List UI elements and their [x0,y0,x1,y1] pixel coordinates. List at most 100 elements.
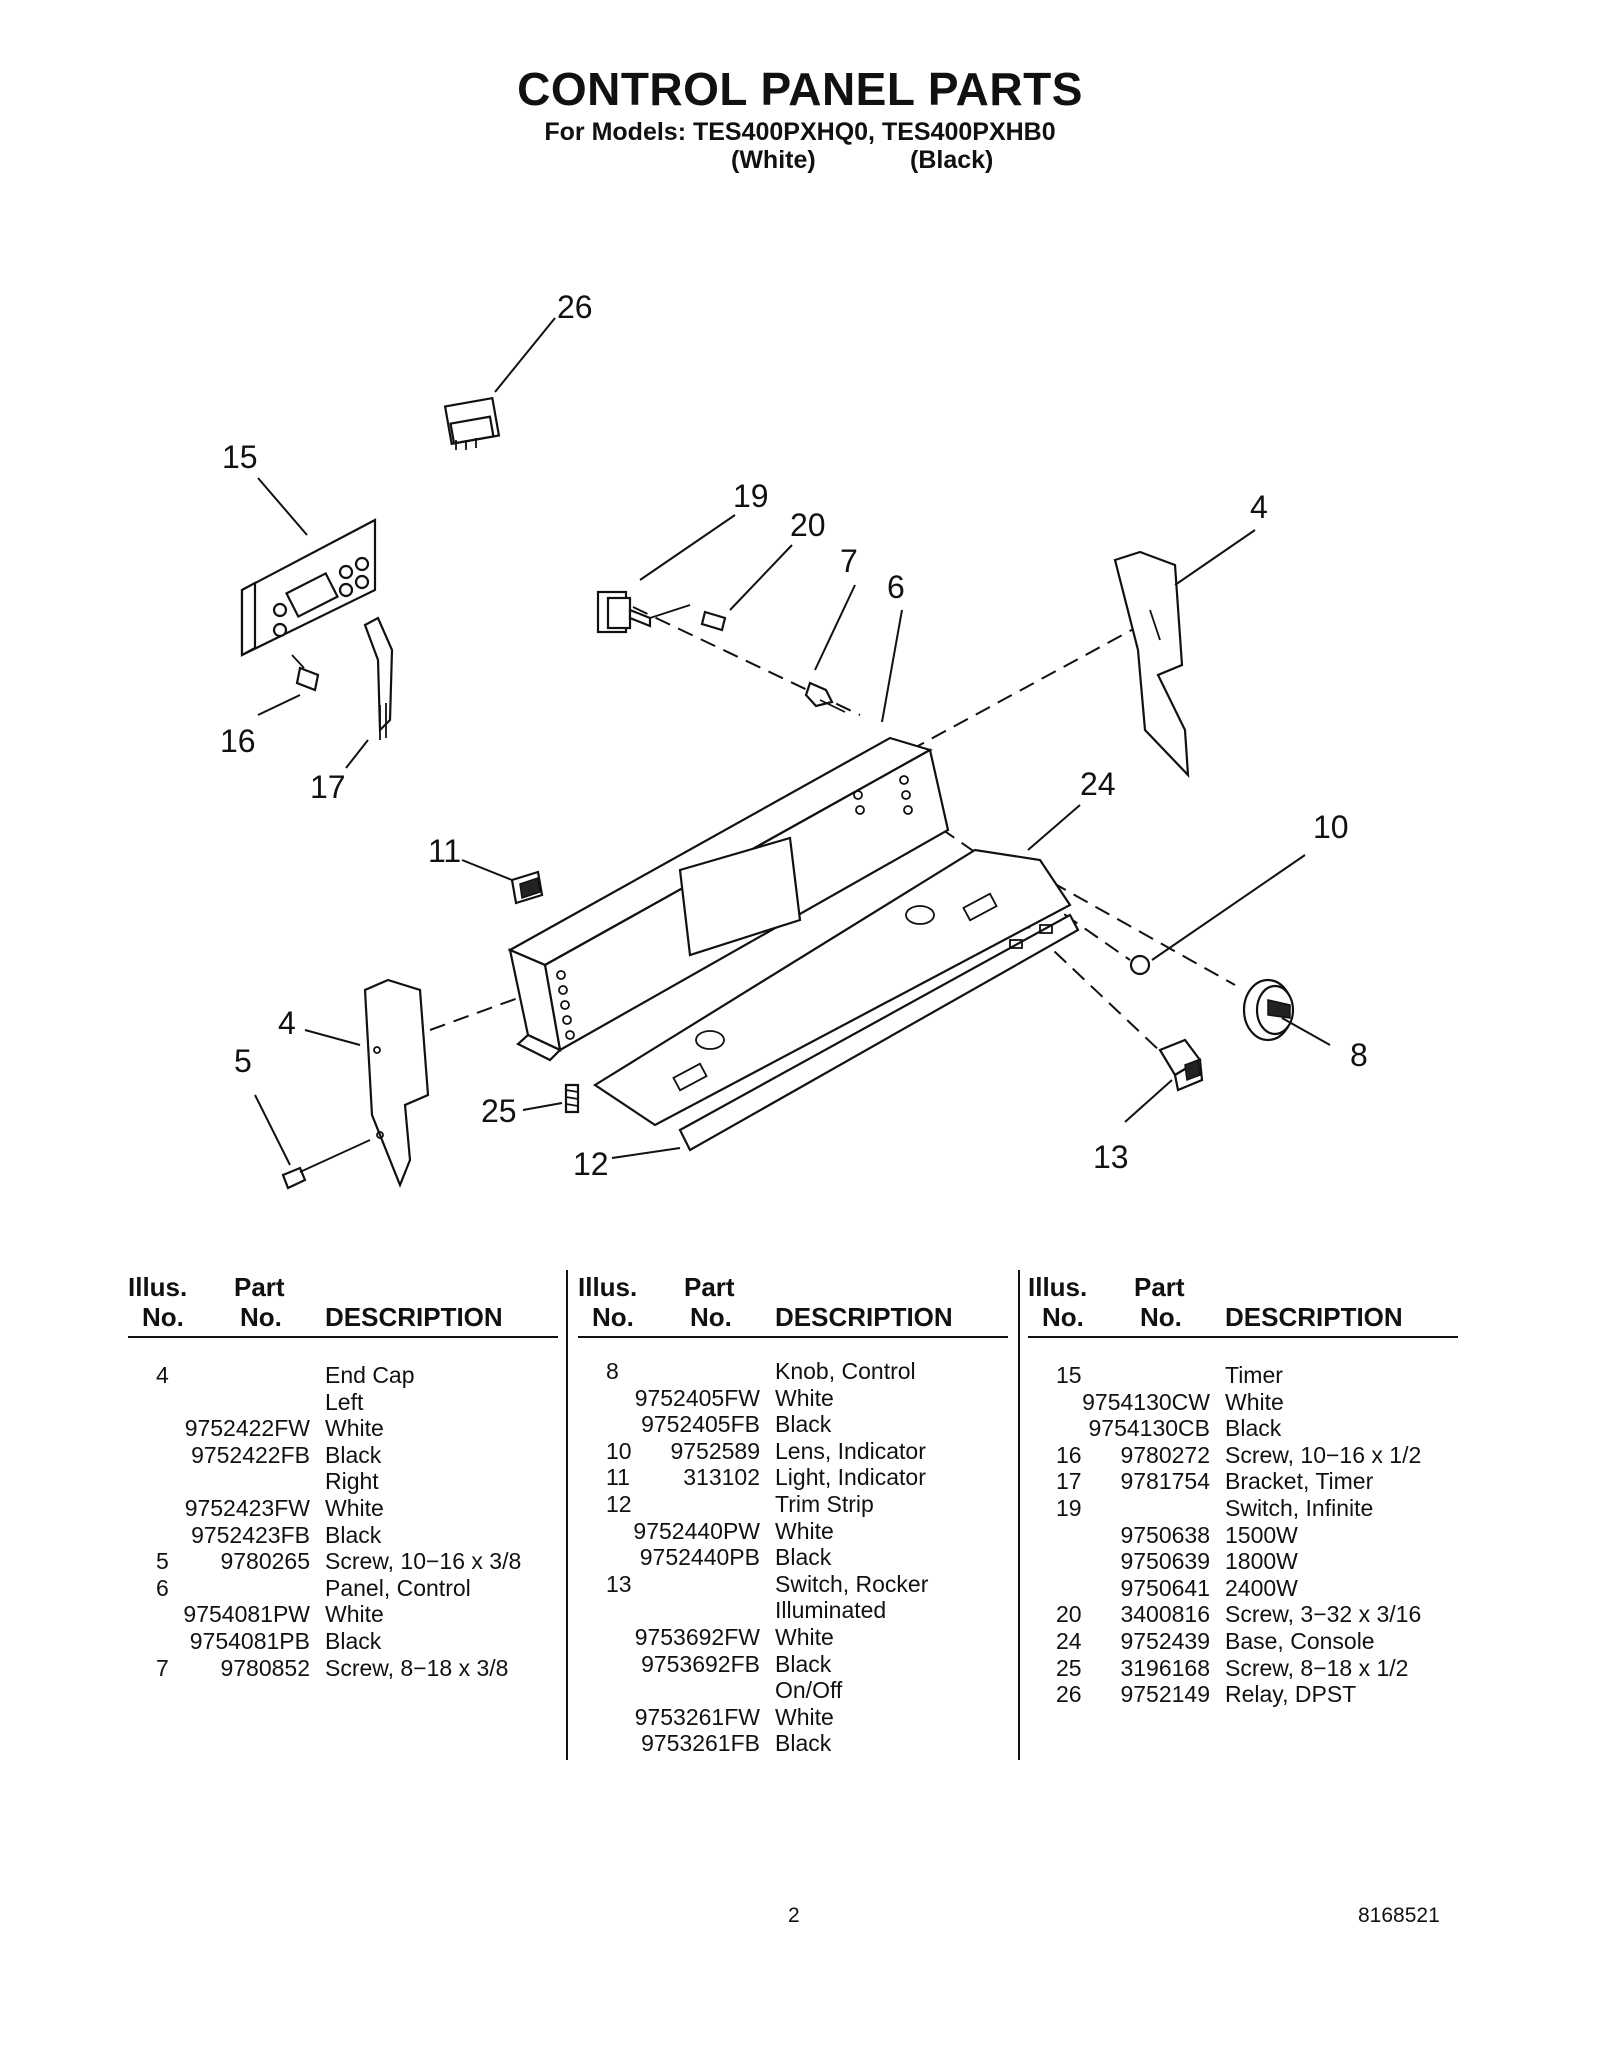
header-part-no: No. [1140,1302,1182,1332]
console-base-part [592,848,1072,1127]
part-description: 1500W [1225,1521,1298,1548]
illus-number: 5 [156,1548,169,1575]
table-row: Illuminated [578,1597,1008,1624]
callout-arrows [254,317,1331,1166]
part-number: 9750638 [1120,1521,1210,1548]
part-number: 9781754 [1120,1468,1210,1495]
callout-10: 10 [1313,809,1349,845]
table-row: 9750638 1500W [1028,1522,1458,1549]
part-description: Base, Console [1225,1627,1375,1654]
part-description: Knob, Control [775,1358,916,1384]
part-description: White [325,1415,384,1442]
illus-number: 7 [156,1654,169,1681]
callout-15: 15 [222,439,258,475]
illus-number: 4 [156,1362,169,1388]
part-number: 9753692FW [634,1623,760,1650]
variant-white: (White) [731,146,816,174]
part-number: 9754081PB [189,1627,310,1654]
header-rule [1028,1336,1458,1338]
callout-25: 25 [481,1093,517,1129]
illus-number: 26 [1056,1681,1082,1708]
header-illus: Illus. [1028,1272,1088,1302]
callout-13: 13 [1093,1139,1129,1175]
part-description: On/Off [775,1677,843,1704]
part-description: Relay, DPST [1225,1681,1357,1708]
callout-11: 11 [428,833,461,869]
document-number: 8168521 [1358,1904,1440,1927]
header-part-no: No. [240,1302,282,1332]
part-description: Light, Indicator [775,1464,926,1491]
callout-12: 12 [573,1146,609,1182]
part-description: Black [775,1411,832,1438]
table-row: On/Off [578,1677,1008,1704]
header-part: Part [234,1272,285,1302]
illus-number: 6 [156,1574,169,1601]
part-description: White [325,1601,384,1628]
header-description: DESCRIPTION [775,1302,953,1332]
header-description: DESCRIPTION [325,1302,503,1332]
part-description: Black [775,1650,832,1677]
part-description: Illuminated [775,1597,887,1624]
illus-number: 12 [606,1490,632,1517]
table-row: Right [128,1468,558,1495]
control-panel-part [507,736,950,1062]
callout-24: 24 [1080,766,1116,802]
models-subtitle: For Models: TES400PXHQ0, TES400PXHB0 [544,118,1056,146]
column-divider [566,1270,568,1760]
part-description: White [775,1703,834,1730]
illus-number: 11 [606,1464,630,1491]
part-description: Screw, 10−16 x 1/2 [1225,1441,1422,1468]
header-illus-no: No. [1042,1302,1084,1332]
header-part: Part [684,1272,735,1302]
relay-part [443,396,501,450]
part-number: 9754130CW [1082,1388,1210,1415]
part-number: 9752440PB [639,1544,760,1571]
part-description: Black [325,1627,382,1654]
infinite-switch-part [596,590,691,634]
part-number: 9752589 [670,1437,760,1464]
exploded-parts-diagram: 26 15 19 20 7 6 4 16 17 24 10 11 4 5 8 2… [220,289,1368,1190]
header-rule [128,1336,558,1338]
part-description: Screw, 8−18 x 3/8 [325,1654,509,1681]
table-header: Illus. No. Part No. DESCRIPTION [578,1272,1008,1342]
table-row: 9752422FW White [128,1415,558,1442]
callout-4-right: 4 [1250,489,1268,525]
part-number: 9752439 [1120,1627,1210,1654]
header-rule [578,1336,1008,1338]
part-description: Screw, 8−18 x 1/2 [1225,1654,1409,1681]
table-row: Left [128,1389,558,1416]
callout-26: 26 [557,289,593,325]
header-illus: Illus. [128,1272,188,1302]
callout-16: 16 [220,723,256,759]
end-cap-right-part [1113,550,1190,778]
part-description: 1800W [1225,1548,1298,1575]
part-description: Screw, 10−16 x 3/8 [325,1548,522,1575]
part-number: 9752440PW [633,1517,760,1544]
part-number: 9752422FW [184,1415,310,1442]
part-number: 9752423FB [191,1521,310,1548]
alignment-line [999,899,1181,1071]
page-title: CONTROL PANEL PARTS [517,63,1083,115]
part-number: 9753261FW [634,1703,760,1730]
timer-part [240,518,377,657]
